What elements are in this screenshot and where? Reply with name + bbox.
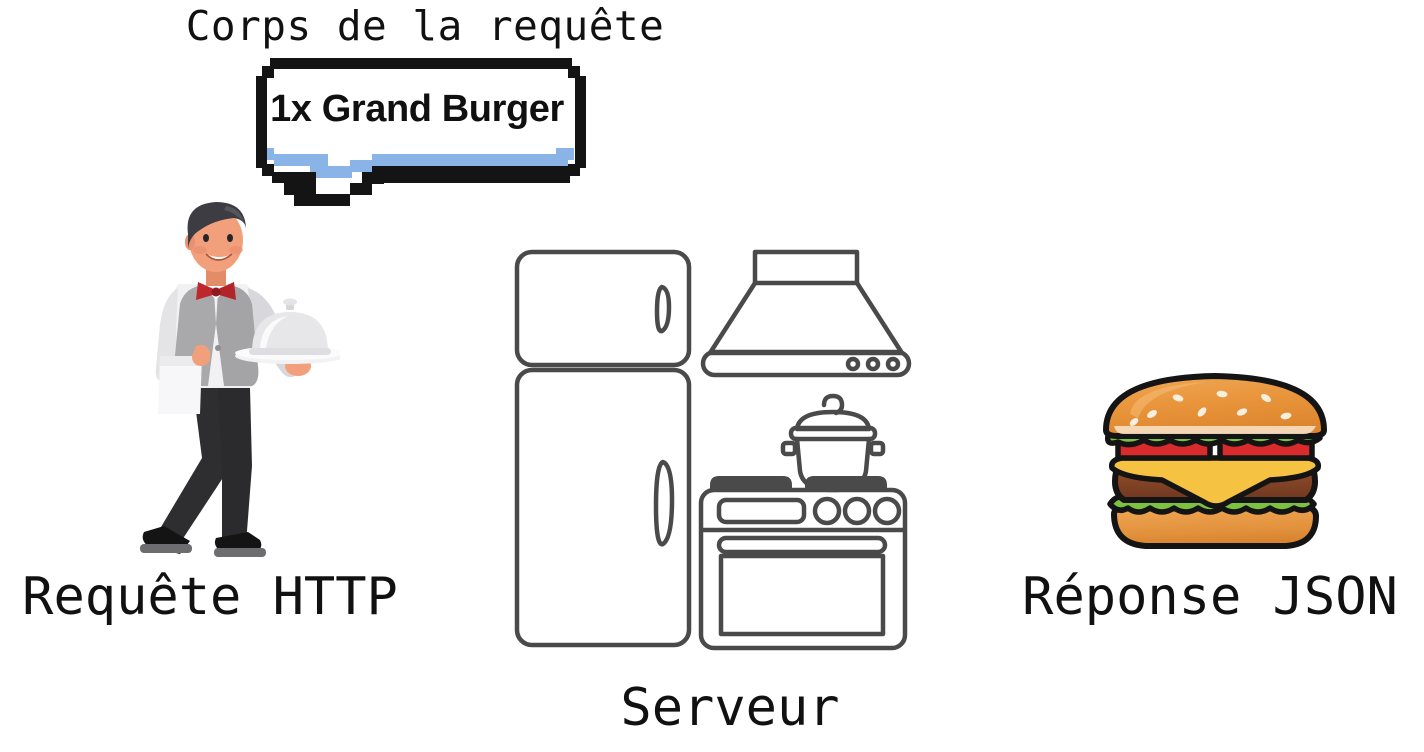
speech-bubble: 1x Grand Burger xyxy=(250,52,590,207)
kitchen-icon xyxy=(514,249,912,651)
caption-server: Serveur xyxy=(620,678,840,738)
burger-icon xyxy=(1103,373,1327,549)
burger-illustration xyxy=(1090,368,1340,558)
waiter-illustration xyxy=(130,196,345,561)
caption-http-request: Requête HTTP xyxy=(22,567,398,627)
range-hood-icon xyxy=(700,249,912,378)
cooking-pot-icon xyxy=(780,393,886,493)
speech-bubble-icon xyxy=(256,58,586,206)
kitchen-illustration xyxy=(505,240,930,660)
oven-icon xyxy=(698,476,908,651)
bubble-title: Corps de la requête xyxy=(185,2,665,50)
bubble-order-text: 1x Grand Burger xyxy=(270,88,564,130)
caption-json-response: Réponse JSON xyxy=(1022,567,1398,627)
waiter-icon xyxy=(140,202,345,557)
fridge-icon xyxy=(514,249,692,648)
